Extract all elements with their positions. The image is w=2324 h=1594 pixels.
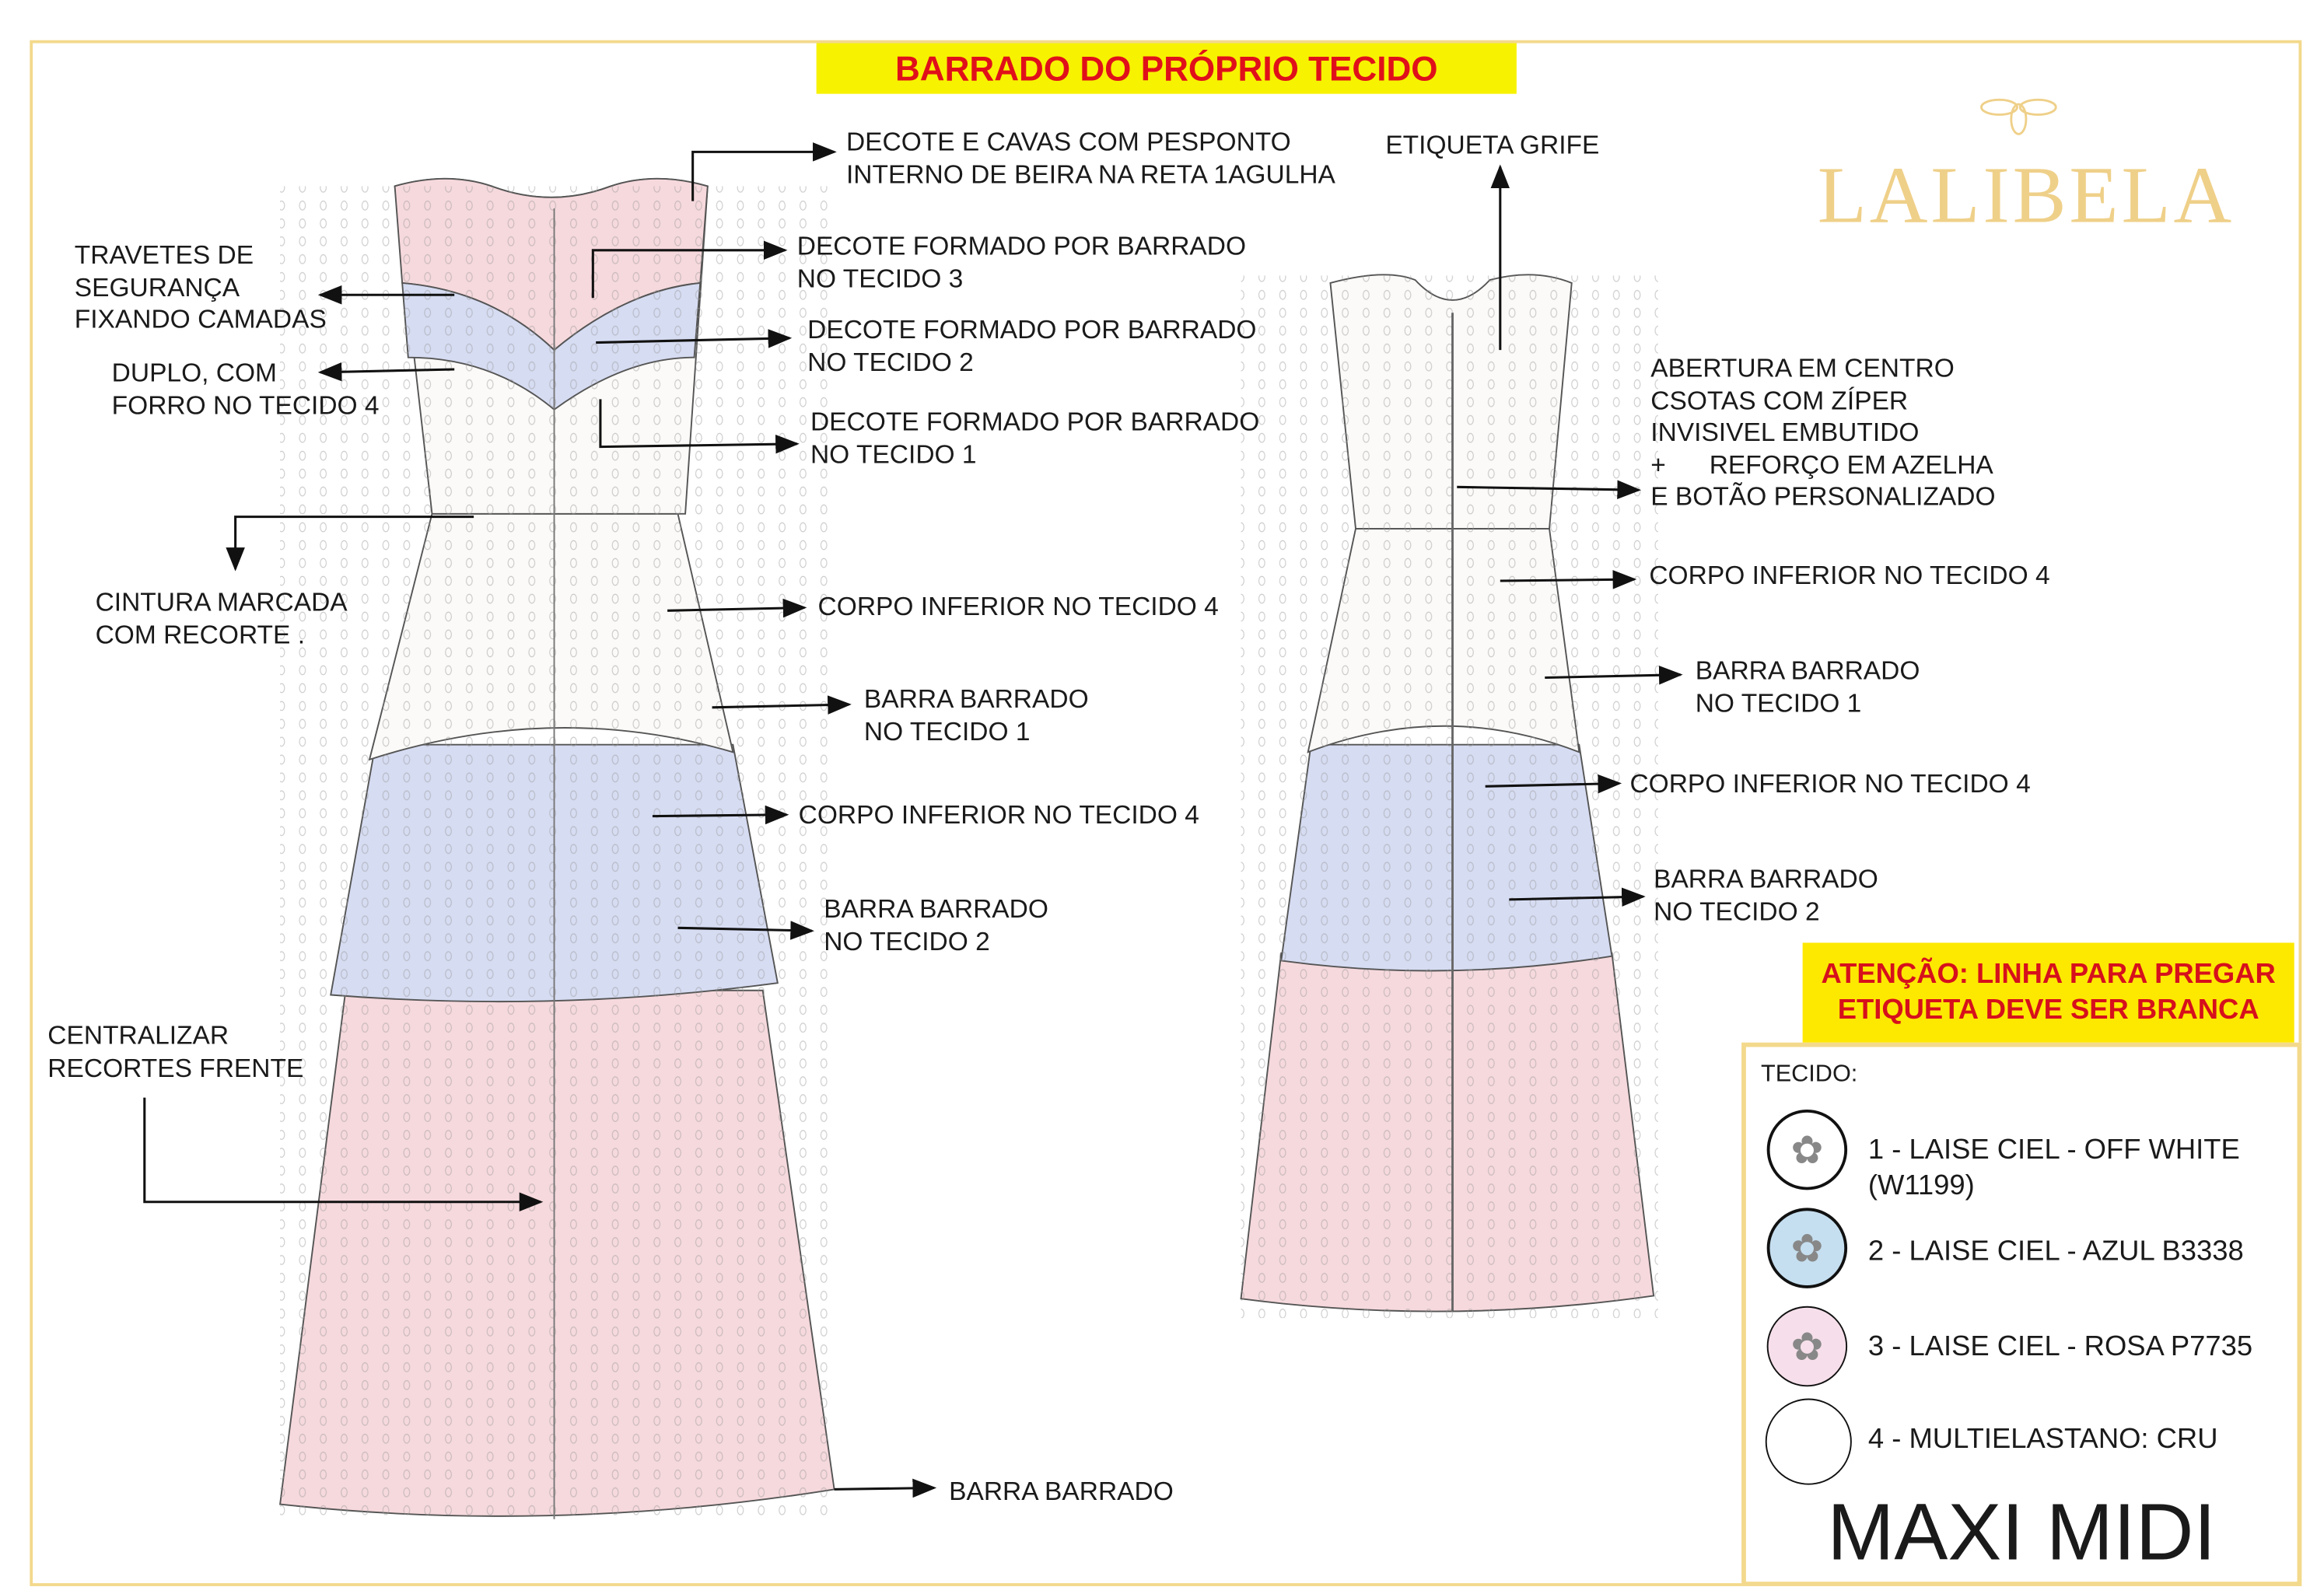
bee-icon — [1980, 98, 2057, 135]
fabric-legend: TECIDO: ✿ 1 - LAISE CIEL - OFF WHITE(W11… — [1741, 1042, 2302, 1586]
swatch-off-white: ✿ — [1766, 1109, 1848, 1190]
label-corpo-inferior-front-1: CORPO INFERIOR NO TECIDO 4 — [817, 591, 1219, 621]
label-corpo-inferior-back-1: CORPO INFERIOR NO TECIDO 4 — [1649, 560, 2050, 590]
legend-item-2: 2 - LAISE CIEL - AZUL B3338 — [1867, 1236, 2244, 1268]
page-frame — [30, 40, 2302, 1586]
annotation-arrows — [143, 142, 1683, 1498]
model-name: MAXI MIDI — [1827, 1487, 2217, 1578]
legend-item-3: 3 - LAISE CIEL - ROSA P7735 — [1867, 1331, 2253, 1363]
swatch-rosa: ✿ — [1766, 1306, 1848, 1387]
brand-logo: LALIBELA — [1817, 150, 2235, 240]
label-etiqueta-grife: ETIQUETA GRIFE — [1385, 129, 1600, 159]
page-title: BARRADO DO PRÓPRIO TECIDO — [816, 43, 1517, 94]
swatch-multielastano — [1765, 1398, 1852, 1485]
legend-item-4: 4 - MULTIELASTANO: CRU — [1867, 1424, 2218, 1456]
back-dress — [1240, 274, 1658, 1319]
label-corpo-inferior-back-2: CORPO INFERIOR NO TECIDO 4 — [1629, 768, 2031, 799]
legend-item-1: 1 - LAISE CIEL - OFF WHITE(W1199) — [1867, 1134, 2240, 1202]
swatch-azul: ✿ — [1766, 1208, 1848, 1288]
front-dress — [279, 177, 839, 1519]
label-barra-final: BARRA BARRADO — [949, 1476, 1174, 1506]
legend-heading: TECIDO: — [1761, 1061, 1858, 1088]
label-corpo-inferior-front-2: CORPO INFERIOR NO TECIDO 4 — [798, 799, 1199, 830]
